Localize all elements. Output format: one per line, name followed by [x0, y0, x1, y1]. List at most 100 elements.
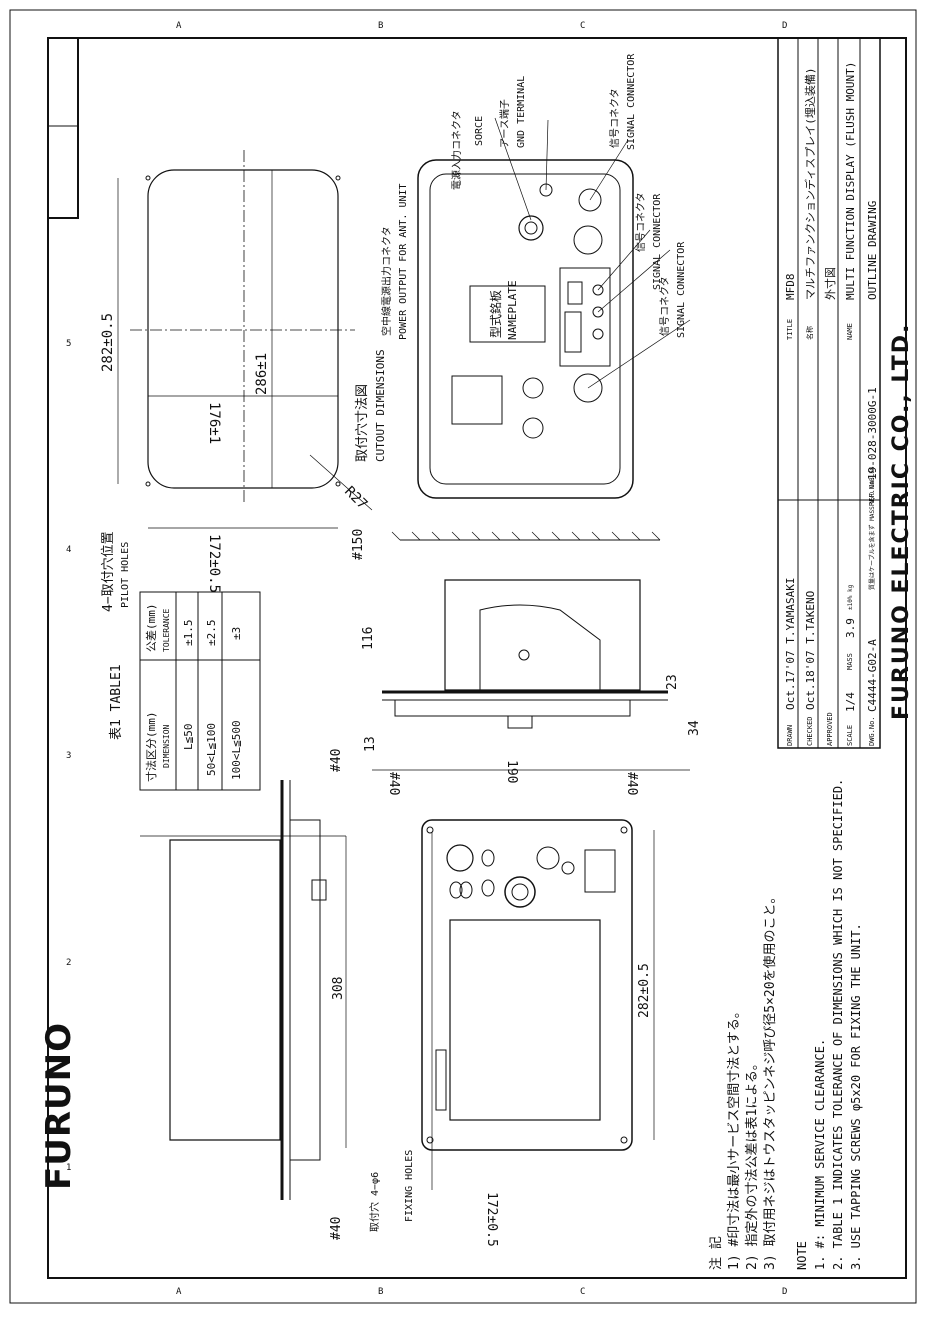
tolerance-table: 表1 TABLE1 寸法区分(mm) DIMENSION 公差(mm) TOLE… — [109, 591, 261, 791]
cutout-outline — [147, 169, 339, 489]
callout-antpower-jp: 空中線電源出力コネクタ — [380, 226, 393, 336]
table-row2-dim: 50<L≦100 — [205, 723, 218, 776]
grid-label-d-top: D — [782, 21, 787, 31]
tb-title-label: TITLE — [786, 319, 794, 340]
front-view: 282±0.5 172±0.5 — [421, 819, 655, 1247]
profile-body — [169, 839, 281, 1141]
tb-drawn: Oct.17'07 T.YAMASAKI — [784, 578, 797, 710]
notes-jp-3: 3) 取付用ネジはトウスタッピンネジ呼び径5×20を使用のこと。 — [762, 890, 778, 1270]
side-knob — [518, 649, 530, 661]
front-bezel — [421, 819, 633, 1151]
signal-leader-4 — [589, 139, 629, 201]
company-name: FURUNO ELECTRIC CO., LTD. — [889, 323, 914, 720]
front-key-6 — [459, 881, 473, 899]
front-key-4 — [481, 879, 495, 897]
tb-name-jp-label: 名称 — [805, 326, 814, 340]
tb-scale: 1/4 — [844, 692, 857, 712]
side-housing — [444, 579, 641, 691]
small-connector-3 — [592, 328, 604, 340]
dim-40-top-label: #40 — [329, 749, 344, 772]
front-key-3 — [481, 849, 495, 867]
usb-port — [567, 281, 583, 305]
cutout-dimensions-view: 282±0.5 286±1 176±1 172±0.5 R27 取付穴寸法図 C… — [100, 150, 387, 612]
tb-title: MFD8 — [784, 274, 797, 301]
table-row3-dim: 100<L≦500 — [230, 720, 243, 780]
grid-label-1: 1 — [66, 1163, 71, 1173]
callout-signal2-jp: 信号コネクタ — [635, 192, 647, 252]
rear-panel-recess — [451, 375, 503, 425]
grid-label-a-top: A — [176, 21, 182, 31]
pilot-holes-en: PILOT HOLES — [120, 542, 131, 608]
tb-name-en: MULTI FUNCTION DISPLAY (FLUSH MOUNT) — [844, 62, 857, 300]
grid-label-a-bottom: A — [176, 1287, 182, 1297]
notes-en-heading: NOTE — [795, 1241, 809, 1270]
callout-signal1-jp: 信号コネクタ — [609, 88, 621, 148]
tb-mass: 3.9 — [844, 618, 857, 638]
connector-panel — [559, 267, 611, 367]
dim-172-front-label: 172±0.5 — [484, 1192, 499, 1247]
signal-leader-1 — [597, 229, 651, 291]
tb-dwg-label: DWG.No. — [868, 716, 876, 746]
ant-power-connector — [522, 377, 544, 399]
power-leader — [494, 117, 532, 221]
rear-housing-outer — [417, 159, 634, 499]
rear-housing-inner — [429, 173, 621, 485]
grid-label-d-bottom: D — [782, 1287, 787, 1297]
tb-name-en2: OUTLINE DRAWING — [866, 201, 879, 300]
grid-label-3: 3 — [66, 751, 71, 761]
front-key-2 — [536, 846, 560, 870]
notes-en-2: 2. TABLE 1 INDICATES TOLERANCE OF DIMENS… — [831, 779, 845, 1270]
dim-40-right-label: #40 — [624, 772, 639, 795]
callout-signal3-jp: 信号コネクタ — [659, 276, 671, 336]
r27-label: R27 — [341, 484, 370, 513]
grid-label-c-bottom: C — [580, 1287, 585, 1297]
pilot-hole-1 — [145, 175, 151, 181]
nameplate — [469, 285, 546, 343]
nameplate-en: NAMEPLATE — [506, 280, 519, 340]
table-col1-jp: 寸法区分(mm) — [144, 712, 158, 783]
callout-antpower-en: POWER OUTPUT FOR ANT. UNIT — [398, 183, 409, 340]
callout-gnd-jp: アース端子 — [498, 99, 511, 148]
dim-116-label: 116 — [361, 627, 376, 650]
side-rotary-knob — [507, 715, 533, 729]
tb-drawn-label: DRAWN — [786, 725, 794, 746]
dim-190-label: 190 — [504, 760, 519, 783]
fixing-hole-2 — [620, 826, 628, 834]
tb-checked: Oct.18'07 T.TAKENO — [804, 591, 817, 710]
grid-label-2: 2 — [66, 958, 71, 968]
front-key-1 — [446, 844, 474, 872]
cutout-title-jp: 取付穴寸法図 — [355, 384, 370, 462]
tb-ref-no: 19-028-3000G-1 — [866, 387, 879, 480]
notes-jp-heading: 注 記 — [708, 1236, 724, 1270]
callout-power-en: SORCE — [474, 116, 485, 146]
lcd-screen — [449, 919, 601, 1121]
bezel-profile — [394, 699, 631, 717]
tb-name-jp: マルチファンクションディスプレイ(埋込装備) — [803, 68, 817, 300]
callout-gnd-en: GND TERMINAL — [516, 76, 527, 148]
grid-label-4: 4 — [66, 545, 71, 555]
tb-mass-label: MASS — [846, 653, 854, 670]
title-block-frame — [777, 37, 881, 749]
pilot-hole-4 — [335, 481, 341, 487]
cutout-title-en: CUTOUT DIMENSIONS — [374, 349, 387, 462]
power-connector-inner — [524, 221, 538, 235]
signal-leader-3 — [587, 319, 691, 389]
notes-jp-2: 2) 指定外の寸法公差は表1による。 — [745, 1057, 760, 1270]
notes-en-3: 3. USE TAPPING SCREWS φ5x20 FOR FIXING T… — [849, 923, 863, 1270]
table-frame — [139, 591, 261, 791]
tb-approved-label: APPROVED — [826, 712, 834, 746]
side-profile-view: 308 #40 #40 取付穴 4−φ6 FIXING HOLES — [140, 749, 415, 1240]
profile-bezel — [290, 819, 321, 1161]
pilot-hole-2 — [335, 175, 341, 181]
pilot-hole-3 — [145, 481, 151, 487]
table-title: 表1 TABLE1 — [109, 664, 124, 740]
gnd-leader — [545, 119, 549, 191]
small-connector-2 — [592, 306, 604, 318]
outer-frame — [9, 9, 917, 1304]
pilot-holes-jp: 4−取付穴位置 — [101, 531, 116, 612]
fixing-holes-en: FIXING HOLES — [404, 1150, 415, 1222]
callout-signal1-en: SIGNAL CONNECTOR — [626, 53, 637, 150]
signal-connector-1 — [578, 188, 602, 212]
dim-34-label: 34 — [687, 720, 702, 736]
revision-box — [47, 37, 79, 219]
